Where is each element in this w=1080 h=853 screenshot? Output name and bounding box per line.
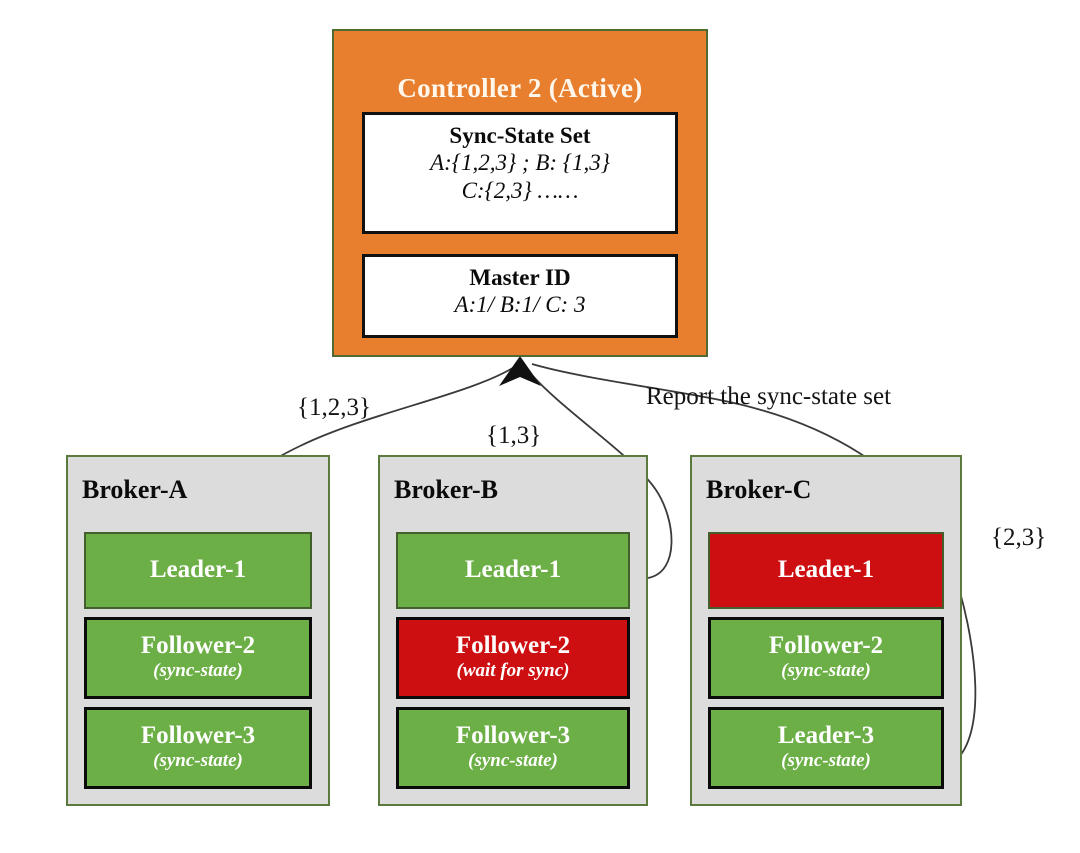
broker-c-box[interactable]: Broker-C Leader-1 Follower-2 (sync-state… bbox=[690, 455, 962, 806]
replica-state: (sync-state) bbox=[153, 750, 243, 772]
replica-state: (wait for sync) bbox=[456, 660, 570, 682]
controller-box[interactable]: Controller 2 (Active) Sync-State Set A:{… bbox=[332, 29, 708, 357]
broker-b-box[interactable]: Broker-B Leader-1 Follower-2 (wait for s… bbox=[378, 455, 648, 806]
replica-title: Leader-1 bbox=[149, 556, 247, 584]
broker-a-replica-1[interactable]: Leader-1 bbox=[84, 532, 312, 609]
replica-state: (sync-state) bbox=[781, 750, 871, 772]
edge-label-report: Report the sync-state set bbox=[646, 383, 892, 410]
master-id-box: Master ID A:1/ B:1/ C: 3 bbox=[362, 254, 678, 338]
replica-title: Leader-1 bbox=[464, 556, 562, 584]
replica-title: Follower-2 bbox=[455, 631, 571, 659]
replica-state: (sync-state) bbox=[153, 660, 243, 682]
master-id-heading: Master ID bbox=[469, 265, 571, 290]
sync-state-set-line-2: C:{2,3} …… bbox=[461, 178, 579, 204]
sync-state-set-heading: Sync-State Set bbox=[449, 123, 591, 148]
broker-b-replica-2[interactable]: Follower-2 (wait for sync) bbox=[396, 617, 630, 699]
sync-state-set-line-1: A:{1,2,3} ; B: {1,3} bbox=[430, 150, 610, 176]
broker-a-replica-2[interactable]: Follower-2 (sync-state) bbox=[84, 617, 312, 699]
replica-state: (sync-state) bbox=[468, 750, 558, 772]
replica-state: (sync-state) bbox=[781, 660, 871, 682]
replica-title: Follower-3 bbox=[455, 721, 571, 749]
controller-title: Controller 2 (Active) bbox=[397, 73, 643, 103]
broker-c-replica-3[interactable]: Leader-3 (sync-state) bbox=[708, 707, 944, 789]
arrowhead-icon bbox=[499, 356, 541, 386]
edge-label-broker-c: {2,3} bbox=[991, 524, 1047, 551]
broker-c-replica-2[interactable]: Follower-2 (sync-state) bbox=[708, 617, 944, 699]
master-id-line-1: A:1/ B:1/ C: 3 bbox=[454, 292, 586, 318]
broker-c-title: Broker-C bbox=[706, 475, 812, 504]
broker-a-title: Broker-A bbox=[82, 475, 188, 504]
broker-a-replica-3[interactable]: Follower-3 (sync-state) bbox=[84, 707, 312, 789]
broker-b-replica-3[interactable]: Follower-3 (sync-state) bbox=[396, 707, 630, 789]
replica-title: Follower-2 bbox=[768, 631, 884, 659]
broker-b-replica-1[interactable]: Leader-1 bbox=[396, 532, 630, 609]
replica-title: Leader-3 bbox=[777, 721, 875, 749]
sync-state-set-box: Sync-State Set A:{1,2,3} ; B: {1,3} C:{2… bbox=[362, 112, 678, 234]
broker-c-replica-1[interactable]: Leader-1 bbox=[708, 532, 944, 609]
broker-a-box[interactable]: Broker-A Leader-1 Follower-2 (sync-state… bbox=[66, 455, 330, 806]
edge-label-broker-a: {1,2,3} bbox=[297, 394, 371, 421]
replica-title: Leader-1 bbox=[777, 556, 875, 584]
broker-b-title: Broker-B bbox=[394, 475, 498, 504]
replica-title: Follower-2 bbox=[140, 631, 256, 659]
replica-title: Follower-3 bbox=[140, 721, 256, 749]
edge-label-broker-b: {1,3} bbox=[486, 422, 542, 449]
